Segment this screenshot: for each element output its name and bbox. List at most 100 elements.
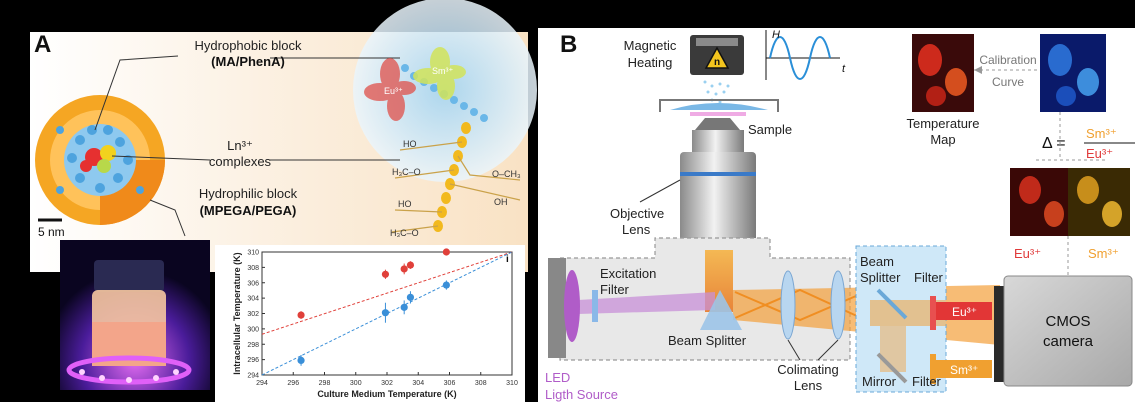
ratio-map-image (1040, 34, 1106, 112)
collimating-label-1: Colimating (777, 362, 838, 377)
y-tick-label: 310 (247, 250, 259, 257)
magnetic-label-1: Magnetic (624, 38, 677, 53)
panel-a: A 5 nm Hydrophobic block (MA/PhenA) Ln³⁺… (30, 0, 537, 402)
vial-photo (60, 240, 210, 390)
chain-label-5: H₃C–O (390, 228, 419, 238)
collimating-callout-1 (787, 339, 801, 361)
x-tick-label: 300 (350, 380, 362, 387)
beam-splitter-prism (700, 290, 742, 330)
sm-channel-image (1068, 168, 1130, 236)
beam-lines (734, 288, 871, 323)
beam-splitter-2-label-1: Beam (860, 254, 894, 269)
delta-numerator: Sm³⁺ (1086, 126, 1117, 141)
dichroic-splitter (876, 288, 908, 320)
x-tick-label: 306 (444, 380, 456, 387)
x-tick-label: 310 (506, 380, 518, 387)
filter-label-top: Filter (914, 270, 944, 285)
ln-label-1: Ln³⁺ (227, 138, 253, 153)
t-label: t (842, 63, 846, 75)
collimating-callout-2 (817, 339, 839, 361)
magnetic-label-2: Heating (628, 55, 673, 70)
y-tick-label: 298 (247, 342, 259, 349)
x-tick-label: 298 (319, 380, 331, 387)
temperature-map-image (912, 34, 974, 112)
temp-map-label-2: Map (930, 132, 955, 147)
chain-label-0: HO (403, 139, 417, 149)
chain-label-3: OH (494, 197, 508, 207)
eu-output-beam (936, 302, 992, 320)
led-housing (548, 258, 566, 358)
eu-image-label: Eu³⁺ (1014, 246, 1041, 261)
hydrophilic-label: Hydrophilic block (199, 186, 298, 201)
excitation-label-1: Excitation (600, 266, 656, 281)
collimating-label-2: Lens (794, 378, 823, 393)
fit-line-1 (261, 251, 513, 376)
collimating-lens-1 (780, 270, 796, 340)
chain-label-2: O–CH₃ (492, 169, 521, 179)
panel-b-letter: B (560, 31, 577, 58)
sm-image-label: Sm³⁺ (1088, 246, 1119, 261)
x-tick-label: 294 (256, 380, 268, 387)
h-field-wave: H t (765, 29, 846, 80)
delta-denominator: Eu³⁺ (1086, 146, 1113, 161)
x-tick-label: 304 (412, 380, 424, 387)
eu-filter (930, 296, 936, 330)
fit-line-0 (261, 251, 513, 335)
ln-label-2: complexes (209, 154, 272, 169)
data-point (297, 356, 305, 364)
sm-ion-label: Sm³⁺ (432, 66, 453, 76)
led-label-1: LED (545, 370, 570, 385)
x-axis-label: Culture Medium Temperature (K) (317, 389, 456, 399)
data-point (400, 303, 408, 311)
sm-beam-label: Sm³⁺ (950, 363, 978, 377)
sm-complex-petals (413, 47, 466, 100)
eu-beam-label: Eu³⁺ (952, 305, 977, 319)
cmos-label-2: camera (1043, 333, 1094, 350)
micelle-illustration (35, 95, 165, 225)
x-tick-label: 296 (287, 380, 299, 387)
cmos-label-1: CMOS (1046, 313, 1091, 330)
data-point (442, 248, 450, 256)
callout-lines (94, 55, 400, 237)
calibration-label-2: Curve (992, 75, 1024, 89)
objective-label-2: Lens (622, 222, 651, 237)
data-point (381, 270, 390, 278)
y-tick-label: 306 (247, 280, 259, 287)
sample-label: Sample (748, 122, 792, 137)
led-emitter (564, 270, 580, 342)
eu-channel-image (1010, 168, 1068, 236)
y-tick-label: 304 (247, 296, 259, 303)
objective-callout (639, 179, 681, 203)
collimating-lens-2 (830, 270, 846, 340)
sm-filter (930, 354, 936, 384)
excitation-label-2: Filter (600, 282, 630, 297)
data-point (400, 265, 408, 273)
svg-text:n: n (714, 57, 720, 68)
x-tick-label: 308 (475, 380, 487, 387)
mirror-label: Mirror (862, 374, 897, 389)
data-point (381, 309, 390, 317)
beam-splitter-label: Beam Splitter (668, 333, 747, 348)
hydrophilic-sub: (MPEGA/PEGA) (200, 203, 297, 218)
sm-complex-dot (100, 145, 116, 161)
chart-panel-tag: i (506, 254, 509, 265)
h-label: H (772, 29, 780, 41)
objective-label-1: Objective (610, 206, 664, 221)
y-axis-label: Intracellular Temperature (K) (232, 252, 242, 374)
y-tick-label: 308 (247, 265, 259, 272)
sample-stage (659, 99, 779, 116)
eu-complex-petals (364, 58, 416, 121)
temp-map-label-1: Temperature (907, 116, 980, 131)
data-point (442, 281, 450, 289)
x-tick-label: 302 (381, 380, 393, 387)
magnetic-heater: n (690, 35, 744, 75)
y-tick-label: 294 (247, 373, 259, 380)
excitation-beam (578, 292, 715, 314)
chain-label-4: HO (398, 199, 412, 209)
scale-label: 5 nm (38, 225, 65, 239)
heating-field-dots (703, 80, 730, 104)
panel-a-letter: A (34, 31, 51, 58)
data-point (406, 293, 415, 301)
